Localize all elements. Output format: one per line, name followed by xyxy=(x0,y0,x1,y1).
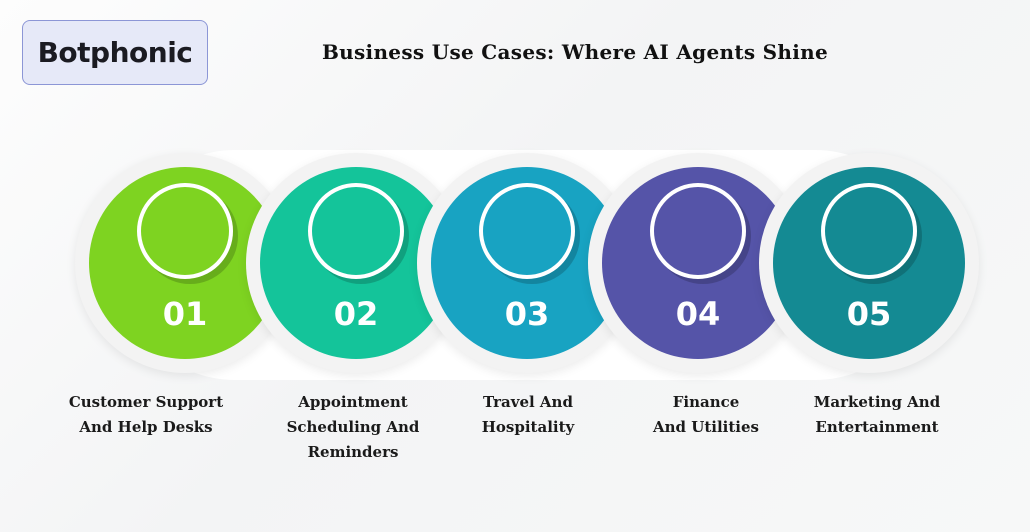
ring-icon xyxy=(479,183,575,279)
step-1-number: 01 xyxy=(162,295,208,333)
step-5-label: Marketing And Entertainment xyxy=(813,393,941,436)
step-4-number: 04 xyxy=(675,295,721,333)
ring-icon xyxy=(650,183,746,279)
step-2-number: 02 xyxy=(333,295,379,333)
step-1-label: Customer Support And Help Desks xyxy=(68,393,224,436)
step-3-number: 03 xyxy=(504,295,550,333)
step-2-label: Appointment Scheduling And Reminders xyxy=(286,393,420,461)
step-5-number: 05 xyxy=(846,295,892,333)
ring-icon xyxy=(308,183,404,279)
step-5: 05 xyxy=(759,153,979,373)
step-2: 02 xyxy=(246,153,466,373)
step-3-label: Travel And Hospitality xyxy=(481,393,575,436)
ring-icon xyxy=(821,183,917,279)
step-4-label: Finance And Utilities xyxy=(653,393,759,436)
brand-logo-text: Botphonic xyxy=(37,36,193,69)
ring-icon xyxy=(137,183,233,279)
brand-logo: Botphonic xyxy=(22,20,208,85)
page-title: Business Use Cases: Where AI Agents Shin… xyxy=(321,40,829,64)
